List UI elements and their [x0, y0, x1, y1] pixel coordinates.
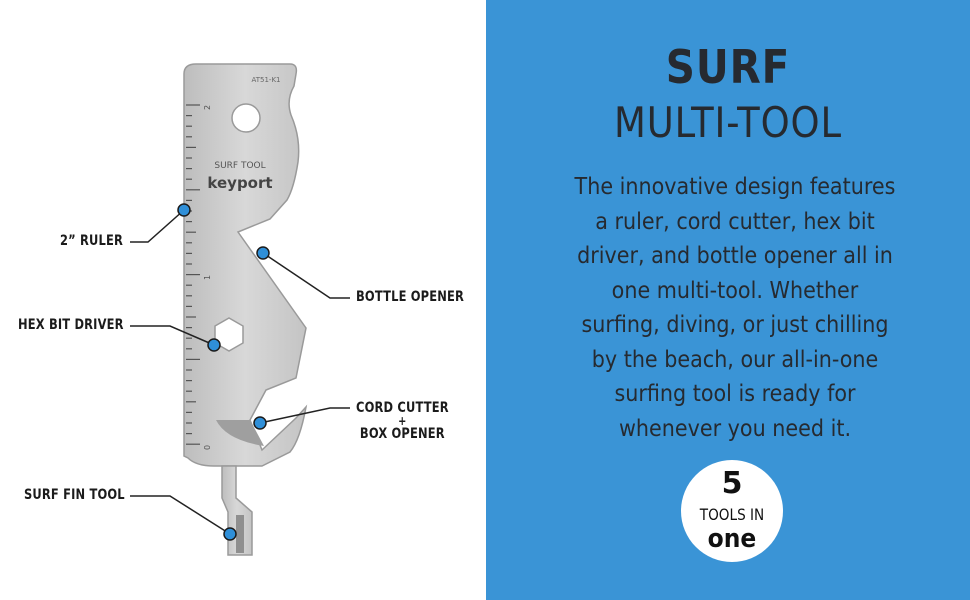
cord-callout-dot — [253, 416, 267, 430]
panel-title-line2: MULTI-TOOL — [613, 98, 843, 147]
description-line: The innovative design features — [574, 174, 896, 200]
description-line: surfing tool is ready for — [614, 381, 856, 407]
bottle-callout-line — [262, 252, 350, 299]
cord-callout-label: CORD CUTTER + BOX OPENER — [356, 400, 449, 442]
engraving-name: SURF TOOL — [214, 161, 265, 171]
panel-title-line1: SURF — [665, 40, 791, 94]
bottle-callout-label: BOTTLE OPENER — [356, 289, 465, 305]
description-line: a ruler, cord cutter, hex bit — [595, 208, 875, 235]
ruler-number-0: 0 — [203, 445, 212, 450]
hex-callout-label: HEX BIT DRIVER — [18, 317, 124, 333]
description-line: driver, and bottle opener all in — [577, 243, 893, 269]
tool-body — [183, 63, 308, 467]
multitool-illustration: 2 1 0 AT51-K1 SURF TOOL keyport — [130, 63, 350, 556]
badge-middle-text: TOOLS IN — [699, 505, 765, 524]
plus-sign: + — [398, 414, 407, 428]
hex-callout-dot — [207, 338, 221, 352]
cord-callout-line — [259, 407, 350, 424]
description-line: one multi-tool. Whether — [611, 277, 859, 304]
description-line: whenever you need it. — [618, 415, 852, 442]
hex-callout-line — [130, 325, 215, 346]
description-line: surfing, diving, or just chilling — [581, 312, 889, 338]
engraving-model: AT51-K1 — [252, 76, 281, 84]
badge-bottom-text: one — [707, 524, 757, 554]
panel-description: The innovative design features a ruler, … — [547, 170, 923, 446]
fin-callout-label: SURF FIN TOOL — [24, 487, 125, 503]
tools-count-badge: 5 TOOLS IN one — [681, 460, 783, 562]
cord-cutter-edge — [216, 420, 264, 446]
description-line: by the beach, our all-in-one — [591, 346, 879, 373]
box-opener-text: BOX OPENER — [359, 426, 445, 442]
fin-tool-slot — [236, 515, 244, 553]
key-hole — [231, 103, 261, 133]
bottle-callout-dot — [256, 246, 270, 260]
fin-callout-line — [130, 495, 231, 535]
brand-logo: keyport — [207, 174, 272, 192]
ruler-callout-label: 2” RULER — [60, 233, 124, 249]
cord-cutter-text: CORD CUTTER — [356, 400, 449, 416]
ruler-number-2: 2 — [203, 105, 212, 110]
fin-callout-dot — [223, 527, 237, 541]
ruler-number-1: 1 — [203, 275, 212, 280]
ruler-callout-line — [130, 209, 185, 243]
product-illustration-area: 2 1 0 AT51-K1 SURF TOOL keyport 2” RULER… — [18, 63, 465, 556]
ruler-callout-dot — [177, 203, 191, 217]
badge-number: 5 — [721, 466, 743, 501]
